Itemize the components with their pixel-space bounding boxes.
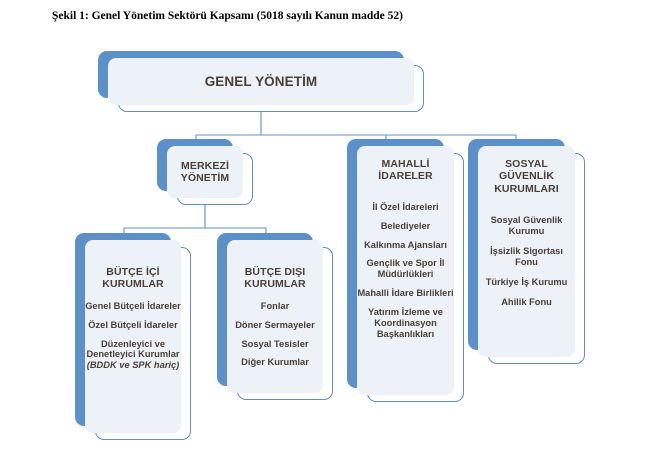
list-item: Ahilik Fonu [501,296,552,307]
list-item: Gençlik ve Spor İl Müdürlükleri [366,258,445,280]
node-title-merkezi-yonetim: MERKEZİ YÖNETİM [181,160,230,185]
node-panel: MERKEZİ YÖNETİM [167,146,243,198]
node-mahalli-idareler[interactable]: MAHALLİ İDARELER İl Özel İdareleri Beled… [347,139,464,402]
node-title-butce-disi: BÜTÇE DIŞI KURUMLAR [244,266,305,291]
node-title-line: İDARELER [378,170,433,183]
node-title-butce-ici: BÜTÇE İÇİ KURUMLAR [102,266,163,291]
figure-caption: Şekil 1: Genel Yönetim Sektörü Kapsamı (… [52,10,403,22]
list-item: Kalkınma Ajansları [364,239,447,250]
list-item: Belediyeler [380,220,431,231]
list-item: Yatırım İzleme ve Koordinasyon Başkanlık… [368,307,443,339]
node-item-list: Fonlar Döner Sermayeler Sosyal Tesisler … [227,301,323,377]
node-title-line: BÜTÇE İÇİ [106,266,160,278]
list-item-regulatory-normal: Düzenleyici ve Denetleyici Kurumlar [86,338,180,360]
node-title-line: YÖNETİM [180,172,230,184]
list-item: Genel Bütçeli İdareler [85,300,181,311]
node-title-genel-yonetim: GENEL YÖNETİM [204,73,318,89]
node-title-line: KURUMLARI [494,182,559,195]
node-butce-disi-kurumlar[interactable]: BÜTÇE DIŞI KURUMLAR Fonlar Döner Sermaye… [217,233,333,400]
node-item-list: İl Özel İdareleri Belediyeler Kalkınma A… [357,202,454,348]
node-panel: BÜTÇE İÇİ KURUMLAR Genel Bütçeli İdarele… [85,240,181,433]
list-item: İşsizlik Sigortası Fonu [490,245,563,267]
node-title-line: GÜVENLİK [498,170,555,183]
node-title-sosyal-guvenlik: SOSYAL GÜVENLİK KURUMLARI [494,158,558,195]
node-title-mahalli-idareler: MAHALLİ İDARELER [378,158,432,183]
node-title-line: BÜTÇE DIŞI [244,266,306,278]
node-panel: SOSYAL GÜVENLİK KURUMLARI Sosyal Güvenli… [478,146,575,357]
list-item: Diğer Kurumlar [241,357,309,368]
node-title-line: MERKEZİ [181,159,229,172]
node-item-list: Sosyal Güvenlik Kurumu İşsizlik Sigortas… [478,215,575,316]
list-item: İl Özel İdareleri [372,201,439,212]
node-genel-yonetim[interactable]: GENEL YÖNETİM [98,51,424,112]
list-item: Özel Bütçeli İdareler [88,319,178,330]
list-item: Türkiye İş Kurumu [485,276,568,287]
node-merkezi-yonetim[interactable]: MERKEZİ YÖNETİM [157,139,253,205]
node-panel: GENEL YÖNETİM [108,58,414,105]
node-item-list: Genel Bütçeli İdareler Özel Bütçeli İdar… [85,301,181,379]
node-title-line: MAHALLİ [381,158,430,170]
node-panel: BÜTÇE DIŞI KURUMLAR Fonlar Döner Sermaye… [227,240,323,393]
node-sosyal-guvenlik-kurumlari[interactable]: SOSYAL GÜVENLİK KURUMLARI Sosyal Güvenli… [468,139,585,364]
list-item: Fonlar [260,300,290,311]
list-item: Sosyal Tesisler [241,338,309,349]
list-item: Sosyal Güvenlik Kurumu [490,215,563,236]
list-item-regulatory: Düzenleyici ve Denetleyici Kurumlar (BDD… [85,339,181,372]
list-item-regulatory-italic: (BDDK ve SPK hariç) [86,360,180,371]
list-item: Mahalli İdare Birlikleri [357,288,454,299]
node-title-line: KURUMLAR [244,278,306,291]
node-panel: MAHALLİ İDARELER İl Özel İdareleri Beled… [357,146,454,395]
node-butce-ici-kurumlar[interactable]: BÜTÇE İÇİ KURUMLAR Genel Bütçeli İdarele… [75,233,191,440]
node-title-line: KURUMLAR [102,278,164,291]
node-title-line: SOSYAL [505,158,548,170]
list-item: Döner Sermayeler [235,319,315,330]
